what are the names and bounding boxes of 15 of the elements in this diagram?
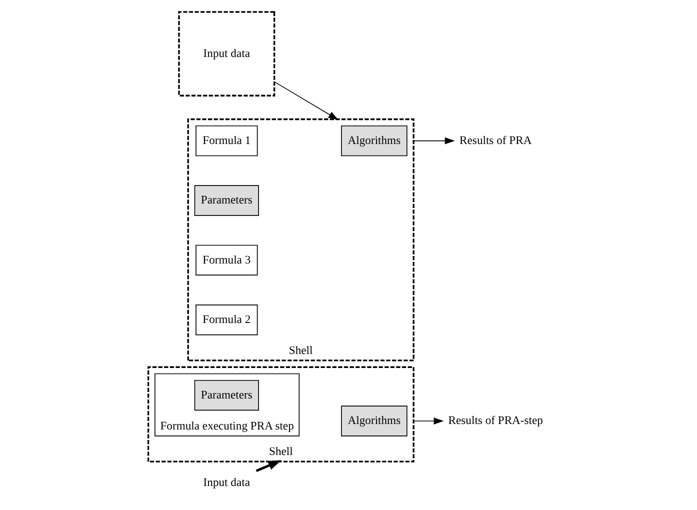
- node-box: Formula 2: [196, 304, 258, 336]
- arrow: [274, 81, 338, 120]
- node-text: Results of PRA-step: [448, 414, 543, 428]
- node-box: Parameters: [194, 380, 259, 411]
- arrow: [413, 137, 455, 144]
- node-box: Algorithms: [341, 125, 408, 156]
- node-box: Parameters: [194, 185, 259, 216]
- arrow: [413, 418, 444, 424]
- arrow: [256, 460, 282, 472]
- node-box: Formula 1: [196, 125, 258, 156]
- node-box: Formula 3: [196, 244, 258, 276]
- node-text: Input data: [203, 476, 250, 490]
- node-box: Algorithms: [341, 406, 408, 436]
- node-text: Results of PRA: [460, 134, 532, 147]
- node-box: Input data: [178, 11, 276, 96]
